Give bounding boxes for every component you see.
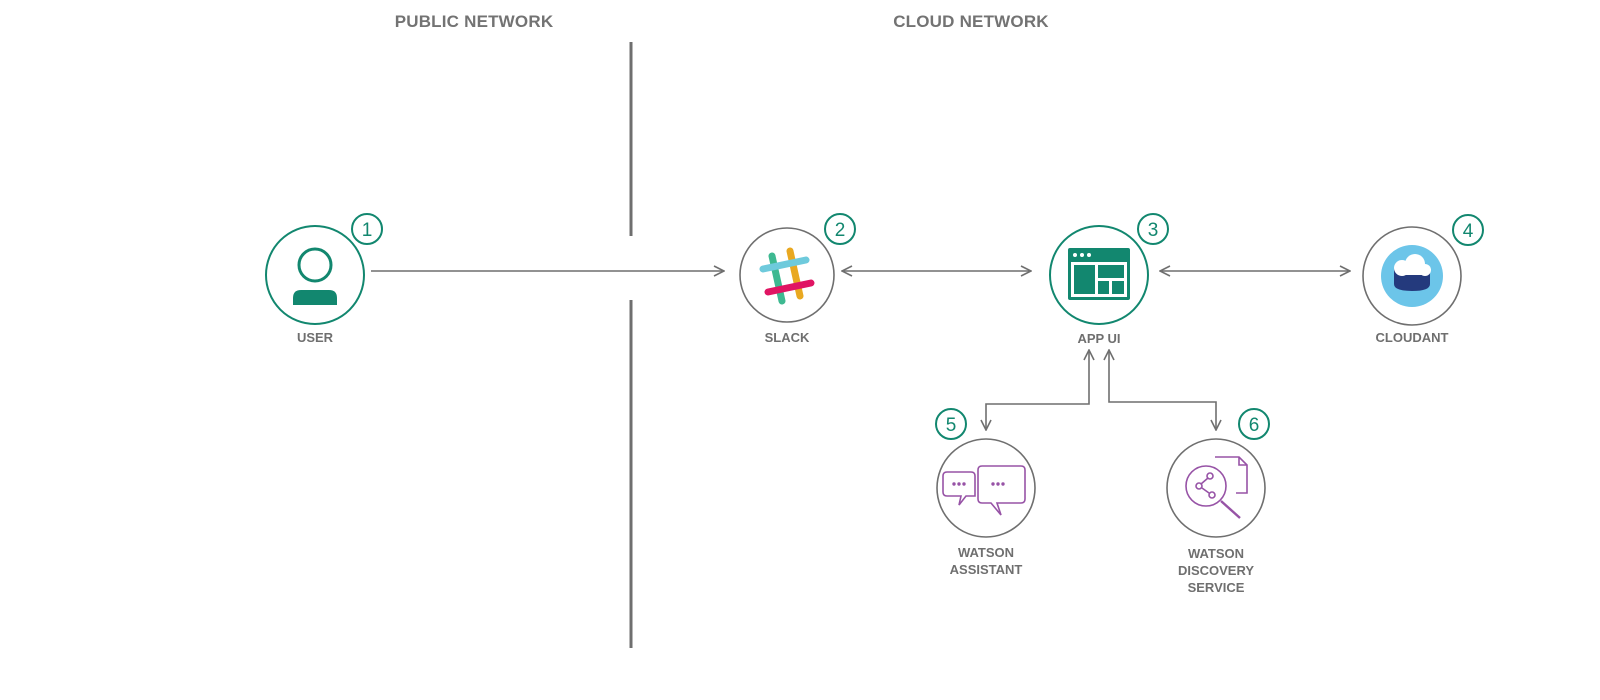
step-number-4: 4 xyxy=(1463,221,1474,242)
discovery-search-icon xyxy=(1185,456,1248,519)
public-network-title: PUBLIC NETWORK xyxy=(394,12,554,31)
watson-discovery-label-line-3: SERVICE xyxy=(1187,580,1245,595)
step-number-1: 1 xyxy=(362,220,373,241)
app-window-icon xyxy=(1068,248,1130,300)
watson-assistant-label-line-2: ASSISTANT xyxy=(949,562,1023,577)
database-cloud-icon xyxy=(1381,245,1443,307)
step-number-2: 2 xyxy=(835,220,846,241)
cloudant-label: CLOUDANT xyxy=(1375,330,1449,345)
connector-app-assistant xyxy=(986,350,1089,430)
watson-assistant-node: 5 xyxy=(935,408,1036,538)
cloudant-node: 4 xyxy=(1362,214,1484,326)
watson-discovery-label-line-2: DISCOVERY xyxy=(1177,563,1255,578)
app-ui-label: APP UI xyxy=(1077,331,1121,346)
step-badge-1: 1 xyxy=(351,213,383,245)
step-badge-3: 3 xyxy=(1137,213,1169,245)
watson-discovery-label-line-1: WATSON xyxy=(1187,546,1245,561)
app-ui-node: 3 xyxy=(1049,213,1169,325)
slack-node: 2 xyxy=(739,213,856,323)
watson-discovery-label: WATSON DISCOVERY SERVICE xyxy=(1136,545,1296,596)
user-label: USER xyxy=(296,330,334,345)
user-node: 1 xyxy=(265,213,383,325)
connector-app-discovery xyxy=(1109,350,1216,430)
user-icon xyxy=(293,247,337,305)
step-badge-5: 5 xyxy=(935,408,967,440)
chat-bubbles-icon xyxy=(942,465,1026,516)
step-badge-2: 2 xyxy=(824,213,856,245)
step-badge-4: 4 xyxy=(1452,214,1484,246)
slack-icon xyxy=(759,247,815,305)
watson-assistant-label-line-1: WATSON xyxy=(957,545,1015,560)
cloud-network-title: CLOUD NETWORK xyxy=(893,12,1049,31)
slack-label: SLACK xyxy=(764,330,810,345)
step-number-6: 6 xyxy=(1249,415,1260,436)
watson-discovery-node: 6 xyxy=(1166,408,1270,538)
step-number-5: 5 xyxy=(946,415,957,436)
watson-assistant-label: WATSON ASSISTANT xyxy=(906,544,1066,578)
step-badge-6: 6 xyxy=(1238,408,1270,440)
step-number-3: 3 xyxy=(1148,220,1159,241)
